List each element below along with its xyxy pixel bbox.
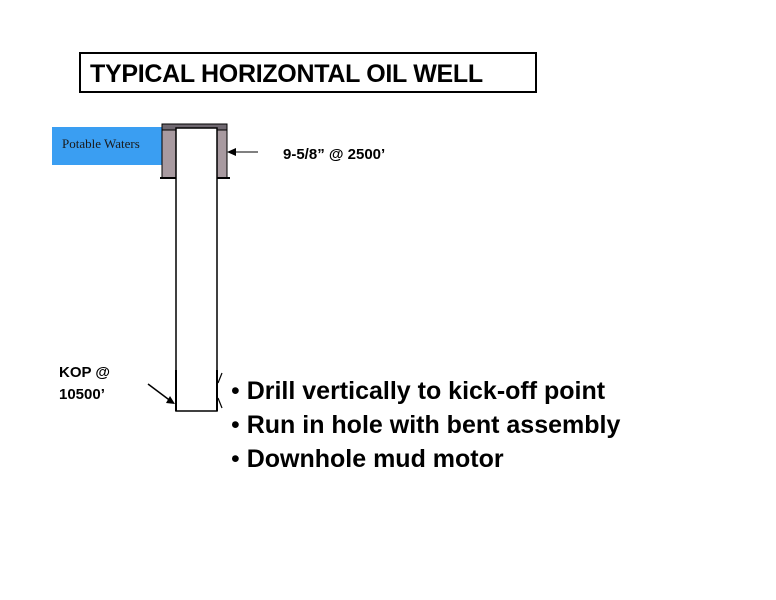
vertical-wellbore bbox=[175, 127, 218, 412]
potable-waters-label: Potable Waters bbox=[62, 136, 140, 151]
bullet-item: Drill vertically to kick-off point bbox=[231, 374, 620, 408]
bullet-list: Drill vertically to kick-off point Run i… bbox=[231, 374, 621, 476]
diagram-title: TYPICAL HORIZONTAL OIL WELL bbox=[90, 60, 483, 88]
casing-arrowhead bbox=[227, 148, 236, 156]
casing-pointer bbox=[227, 148, 258, 156]
potable-waters-zone: Potable Waters bbox=[52, 127, 166, 165]
kop-marker bbox=[147, 370, 223, 411]
bullet-item: Downhole mud motor bbox=[231, 442, 620, 476]
kop-label: KOP @ 10500’ bbox=[59, 362, 110, 406]
kop-label-line-1: KOP @ bbox=[59, 364, 111, 381]
title-box: TYPICAL HORIZONTAL OIL WELL bbox=[79, 52, 537, 93]
kop-arrowhead bbox=[166, 396, 175, 404]
bullet-item: Run in hole with bent assembly bbox=[231, 408, 621, 442]
cement-left bbox=[161, 125, 178, 179]
surface-casing-label: 9-5/8” @ 2500’ bbox=[283, 146, 386, 163]
kop-label-line-2: 10500’ bbox=[59, 386, 105, 403]
